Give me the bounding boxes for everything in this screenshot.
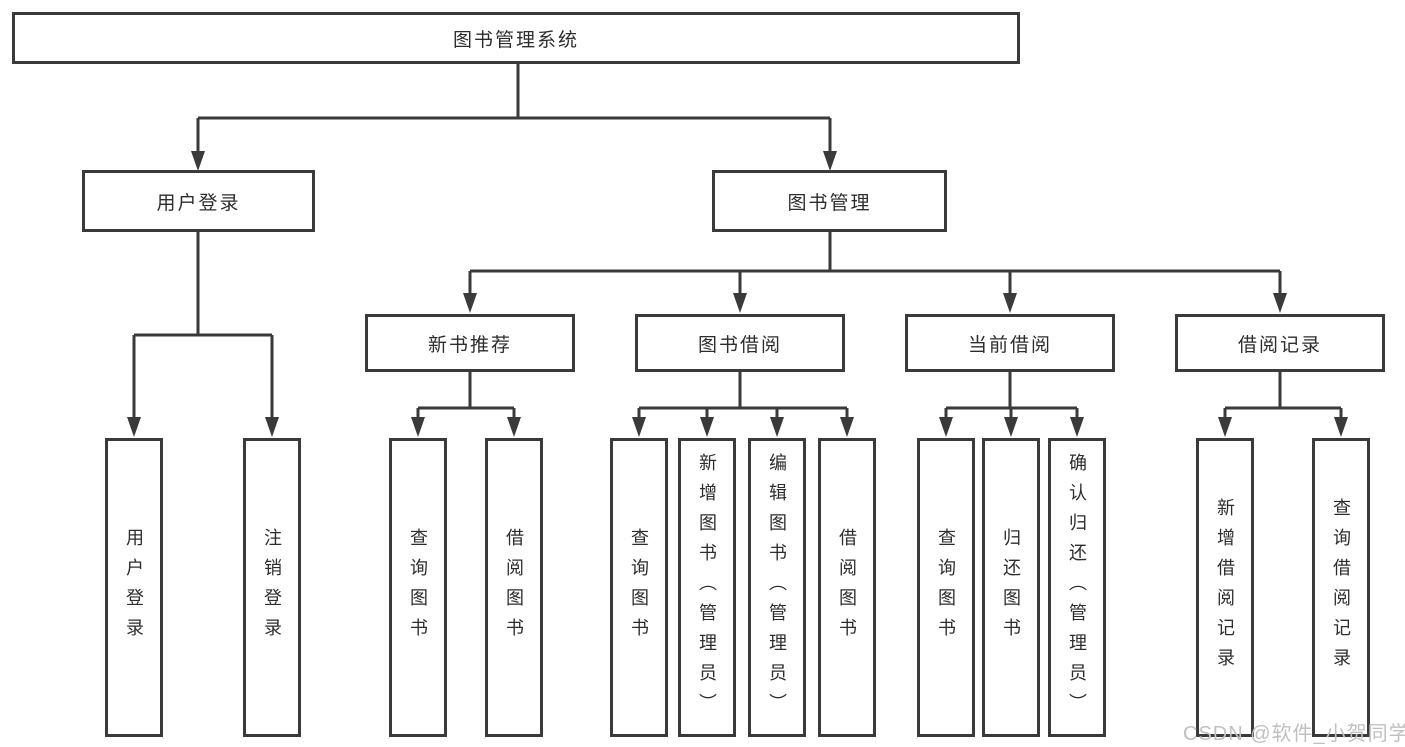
leaf-user-login-label: 用户登录 (124, 527, 144, 648)
leaf-add-borrow-record: 新增借阅记录 (1196, 438, 1254, 737)
leaf-edit-books-admin-label: 编辑图书（管理员） (767, 452, 787, 723)
leaf-add-books-admin: 新增图书（管理员） (678, 438, 736, 737)
leaf-logout-login: 注销登录 (243, 438, 301, 737)
leaf-borrow-books-label: 借阅图书 (837, 527, 857, 648)
leaf-confirm-return-admin-label: 确认归还（管理员） (1067, 452, 1087, 723)
leaf-query-books-borrowing: 查询图书 (610, 438, 668, 737)
leaf-add-borrow-record-label: 新增借阅记录 (1215, 497, 1235, 678)
leaf-edit-books-admin: 编辑图书（管理员） (748, 438, 806, 737)
leaf-confirm-return-admin: 确认归还（管理员） (1048, 438, 1106, 737)
leaf-borrow-books: 借阅图书 (818, 438, 876, 737)
leaf-return-books: 归还图书 (982, 438, 1040, 737)
watermark: CSDN @软件_小贺同学 (1183, 723, 1405, 745)
leaf-query-books-recommend: 查询图书 (389, 438, 447, 737)
leaf-return-books-label: 归还图书 (1001, 527, 1021, 648)
leaf-query-borrow-record-label: 查询借阅记录 (1331, 497, 1351, 678)
node-library-system: 图书管理系统 (12, 12, 1020, 64)
node-borrowing-records: 借阅记录 (1175, 314, 1385, 372)
leaf-user-login: 用户登录 (105, 438, 163, 737)
leaf-borrow-books-recommend-label: 借阅图书 (504, 527, 524, 648)
node-book-borrowing: 图书借阅 (635, 314, 845, 372)
leaf-query-books-current: 查询图书 (917, 438, 975, 737)
node-new-book-recommend: 新书推荐 (365, 314, 575, 372)
leaf-logout-login-label: 注销登录 (262, 527, 282, 648)
node-book-management: 图书管理 (712, 170, 947, 232)
leaf-query-borrow-record: 查询借阅记录 (1312, 438, 1370, 737)
leaf-query-books-recommend-label: 查询图书 (408, 527, 428, 648)
node-current-borrowing: 当前借阅 (905, 314, 1115, 372)
leaf-add-books-admin-label: 新增图书（管理员） (697, 452, 717, 723)
leaf-borrow-books-recommend: 借阅图书 (485, 438, 543, 737)
leaf-query-books-current-label: 查询图书 (936, 527, 956, 648)
leaf-query-books-borrowing-label: 查询图书 (629, 527, 649, 648)
node-user-login: 用户登录 (82, 170, 315, 232)
arrowhead-icons (127, 151, 1348, 437)
